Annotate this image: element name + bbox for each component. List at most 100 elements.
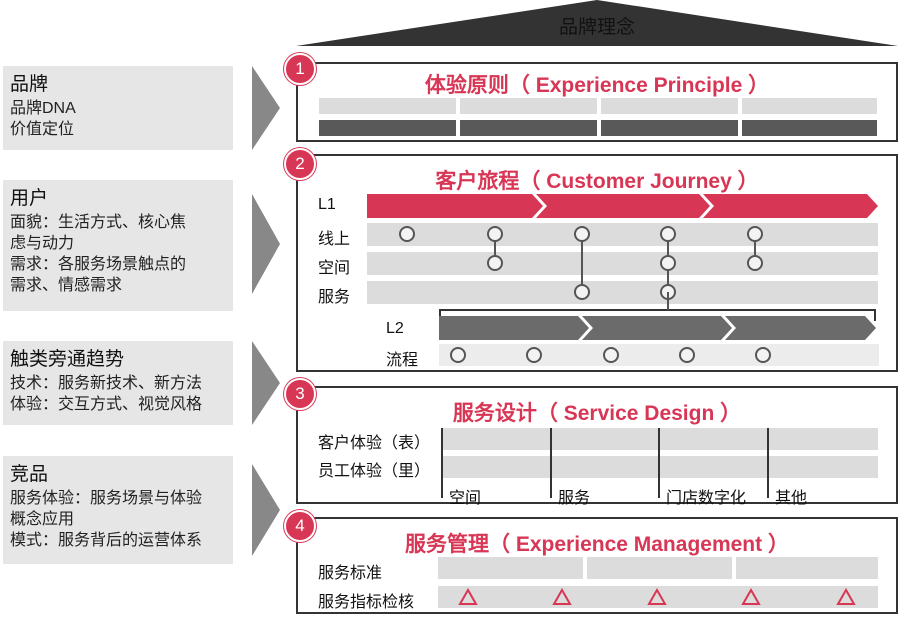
journey-row-bar	[367, 281, 878, 304]
column-divider	[767, 428, 769, 498]
card-line: 体验：交互方式、视觉风格	[10, 396, 203, 413]
card-line: 品牌DNA	[10, 100, 76, 117]
roof-title-bg	[532, 10, 662, 40]
touchpoint-connector	[754, 234, 756, 263]
principle-bar	[319, 98, 456, 114]
section-title: 服务管理（ Experience Management ）	[405, 533, 789, 556]
row-label-online: 线上	[318, 231, 351, 248]
row-label-space: 空间	[318, 260, 351, 277]
column-label-other: 其他	[775, 490, 808, 507]
column-divider	[550, 428, 552, 498]
touchpoint-connector	[581, 234, 583, 292]
principle-bar	[460, 98, 597, 114]
section-customer-journey: 客户旅程（ Customer Journey ） L1 线上 空间 服务 L2 …	[296, 154, 898, 372]
warning-triangle-icon	[647, 588, 667, 605]
flow-row-bar	[439, 344, 879, 366]
touchpoint	[660, 255, 676, 271]
touchpoint	[660, 226, 676, 242]
card-title: 用户	[10, 188, 49, 209]
l2-bracket-stem	[667, 292, 669, 310]
card-line: 概念应用	[10, 511, 75, 528]
indicator-bar	[438, 586, 878, 608]
design-row-bar	[443, 428, 878, 450]
touchpoint	[574, 226, 590, 242]
column-divider	[658, 428, 660, 498]
principle-bar	[601, 98, 738, 114]
column-label-digital: 门店数字化	[666, 490, 747, 507]
section-experience-management: 服务管理（ Experience Management ） 服务标准 服务指标检…	[296, 517, 898, 614]
l1-label: L1	[318, 196, 336, 213]
section-service-design: 服务设计（ Service Design ） 客户体验（表） 员工体验（里） 空…	[296, 386, 898, 507]
journey-l1-arrows	[367, 194, 878, 218]
card-line: 模式：服务背后的运营体系	[10, 532, 203, 549]
card-line: 虑与动力	[10, 235, 75, 252]
touchpoint	[487, 226, 503, 242]
touchpoint-connector	[494, 234, 496, 263]
flow-step	[603, 347, 619, 363]
principle-bar	[319, 120, 456, 136]
touchpoint	[487, 255, 503, 271]
roof-shape	[296, 0, 898, 46]
section-title: 服务设计（ Service Design ）	[452, 402, 742, 425]
touchpoint	[574, 284, 590, 300]
touchpoint	[747, 226, 763, 242]
card-line: 价值定位	[10, 121, 75, 138]
card-title: 品牌	[10, 74, 49, 95]
card-line: 服务体验：服务场景与体验	[10, 490, 203, 507]
warning-triangle-icon	[458, 588, 478, 605]
design-row-bar	[443, 456, 878, 478]
flow-step	[450, 347, 466, 363]
row-label-service: 服务	[318, 289, 351, 306]
column-label-service: 服务	[558, 490, 591, 507]
card-line: 需求、情感需求	[10, 277, 123, 294]
column-divider	[441, 428, 443, 498]
chevron-right-icon	[252, 464, 280, 556]
principle-bar	[742, 98, 877, 114]
warning-triangle-icon	[741, 588, 761, 605]
standard-bar	[736, 557, 878, 579]
principle-bar	[742, 120, 877, 136]
card-competitors: 竞品 服务体验：服务场景与体验 概念应用 模式：服务背后的运营体系	[3, 456, 233, 564]
card-user: 用户 面貌：生活方式、核心焦 虑与动力 需求：各服务场景触点的 需求、情感需求	[3, 180, 233, 311]
card-line: 技术：服务新技术、新方法	[10, 375, 203, 392]
row-label-indicator: 服务指标检核	[318, 594, 415, 611]
card-title: 触类旁通趋势	[10, 349, 125, 370]
touchpoint	[747, 255, 763, 271]
section-title: 体验原则（ Experience Principle ）	[424, 74, 770, 97]
row-label-standard: 服务标准	[318, 565, 383, 582]
principle-bar	[460, 120, 597, 136]
roof-title: 品牌理念	[558, 17, 635, 38]
touchpoint	[399, 226, 415, 242]
principle-bar	[601, 120, 738, 136]
card-trends: 触类旁通趋势 技术：服务新技术、新方法 体验：交互方式、视觉风格	[3, 341, 233, 425]
l2-bracket	[439, 309, 876, 321]
column-label-space: 空间	[449, 490, 482, 507]
card-title: 竞品	[10, 464, 49, 485]
journey-row-bar	[367, 223, 878, 246]
flow-step	[755, 347, 771, 363]
section-number: 4	[284, 510, 316, 542]
section-number: 1	[284, 53, 316, 85]
chevron-right-icon	[252, 341, 280, 425]
section-experience-principle: 体验原则（ Experience Principle ）	[296, 62, 898, 142]
journey-row-bar	[367, 252, 878, 275]
section-number: 3	[284, 378, 316, 410]
chevron-right-icon	[252, 194, 280, 294]
standard-bar	[438, 557, 583, 579]
section-title: 客户旅程（ Customer Journey ）	[435, 170, 759, 193]
card-line: 面貌：生活方式、核心焦	[10, 214, 187, 231]
card-brand: 品牌 品牌DNA 价值定位	[3, 66, 233, 150]
section-number: 2	[284, 148, 316, 180]
standard-bar	[587, 557, 732, 579]
row-label-customer: 客户体验（表）	[318, 435, 431, 452]
card-line: 需求：各服务场景触点的	[10, 256, 187, 273]
flow-step	[679, 347, 695, 363]
chevron-right-icon	[252, 66, 280, 150]
flow-label: 流程	[386, 352, 419, 369]
flow-step	[526, 347, 542, 363]
l2-label: L2	[386, 320, 404, 337]
row-label-employee: 员工体验（里）	[318, 463, 431, 480]
warning-triangle-icon	[836, 588, 856, 605]
warning-triangle-icon	[552, 588, 572, 605]
journey-l2-arrows	[439, 316, 876, 340]
